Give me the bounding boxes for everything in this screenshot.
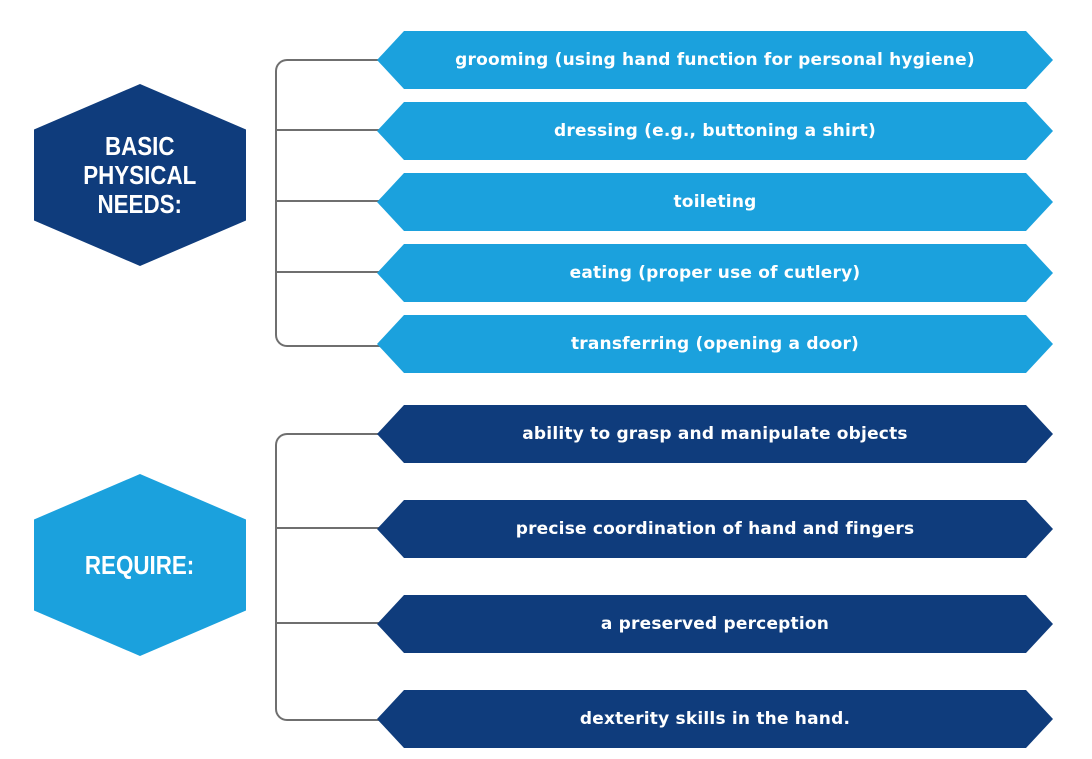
require-item-grasp: ability to grasp and manipulate objects: [377, 405, 1053, 463]
need-item-grooming: grooming (using hand function for person…: [377, 31, 1053, 89]
require-hexagon: REQUIRE:: [34, 474, 246, 656]
connector-tick: [275, 527, 379, 529]
need-item-transferring: transferring (opening a door): [377, 315, 1053, 373]
connector-tick: [275, 271, 379, 273]
need-item-dressing: dressing (e.g., buttoning a shirt): [377, 102, 1053, 160]
connector-tick: [275, 622, 379, 624]
require-item-coordination: precise coordination of hand and fingers: [377, 500, 1053, 558]
connector-tick: [275, 129, 379, 131]
basic-physical-needs-label: BASIC PHYSICAL NEEDS:: [83, 130, 197, 219]
basic-physical-needs-hexagon: BASIC PHYSICAL NEEDS:: [34, 84, 246, 266]
require-label: REQUIRE:: [85, 549, 195, 580]
basic-needs-connector: [275, 59, 381, 347]
require-item-perception: a preserved perception: [377, 595, 1053, 653]
need-item-toileting: toileting: [377, 173, 1053, 231]
require-connector: [275, 433, 381, 721]
need-item-eating: eating (proper use of cutlery): [377, 244, 1053, 302]
require-item-dexterity: dexterity skills in the hand.: [377, 690, 1053, 748]
connector-tick: [275, 200, 379, 202]
